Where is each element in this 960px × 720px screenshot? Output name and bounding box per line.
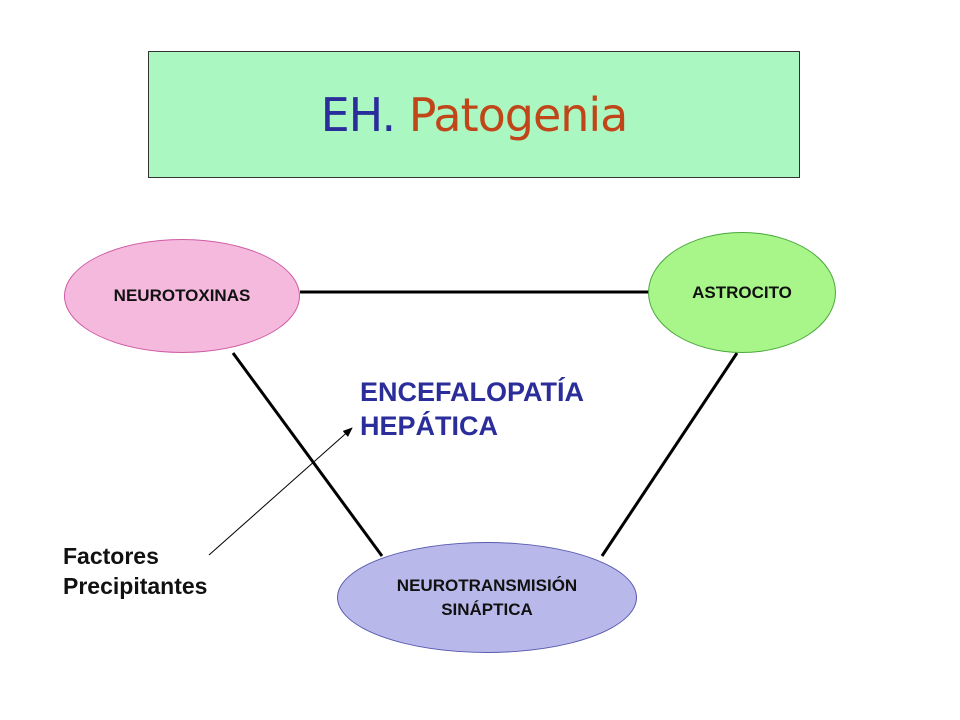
node-neurotransmision: NEUROTRANSMISIÓN SINÁPTICA [337, 542, 637, 653]
line-astrocito-neurotransmision [600, 352, 739, 557]
center-label-line1: ENCEFALOPATÍA [360, 377, 585, 407]
node-astrocito: ASTROCITO [648, 232, 836, 353]
factors-label-line1: Factores [63, 543, 159, 569]
node-neurotransmision-line1: NEUROTRANSMISIÓN [396, 575, 578, 595]
title-abbreviation: EH. [320, 87, 396, 142]
node-neurotransmision-line2: SINÁPTICA [441, 599, 533, 619]
center-label: ENCEFALOPATÍA HEPÁTICA [360, 376, 584, 444]
factors-label-line2: Precipitantes [63, 573, 208, 600]
title-box: EH. Patogenia [148, 51, 800, 178]
center-label-line2: HEPÁTICA [360, 410, 499, 441]
node-astrocito-label: ASTROCITO [692, 282, 792, 302]
node-neurotoxinas: NEUROTOXINAS [64, 239, 300, 353]
line-neurotoxinas-neurotransmision [231, 352, 384, 557]
factors-label: Factores Precipitantes [63, 541, 207, 602]
arrow-factores [208, 427, 353, 556]
title-topic: Patogenia [408, 87, 629, 142]
node-neurotoxinas-label: NEUROTOXINAS [113, 286, 251, 306]
